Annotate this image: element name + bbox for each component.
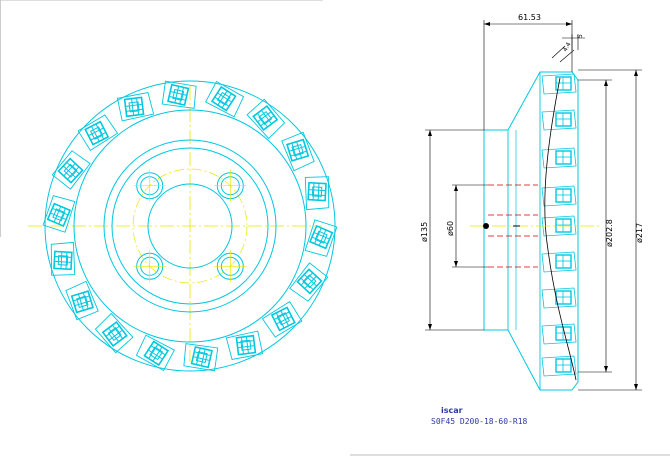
side-insert	[541, 215, 577, 237]
side-insert	[541, 251, 577, 273]
insert-pocket	[281, 131, 315, 172]
dim-small-a: 4.4	[562, 41, 573, 53]
insert-pocket	[77, 114, 119, 152]
side-inserts	[541, 73, 577, 377]
dimension-arrows	[428, 22, 638, 390]
side-insert	[541, 73, 577, 95]
dim-small-b: 5	[577, 34, 584, 38]
side-insert	[541, 287, 577, 309]
bolt-hole	[133, 250, 166, 283]
insert-pocket	[304, 219, 338, 257]
dim-d217: ø217	[635, 223, 644, 243]
side-insert	[541, 109, 577, 131]
dim-width: 61.53	[518, 13, 541, 22]
insert-pockets	[42, 80, 338, 372]
insert-pocket	[65, 280, 99, 321]
insert-pocket	[205, 80, 245, 118]
insert-pocket	[42, 195, 76, 233]
side-insert	[541, 147, 577, 169]
dimension-lines	[425, 20, 642, 391]
part-number: S0F45 D200-18-60-R18	[431, 417, 528, 426]
bolt-hole	[133, 169, 166, 202]
insert-pocket	[135, 334, 175, 372]
insert-pocket	[116, 92, 155, 122]
insert-pocket	[304, 176, 330, 211]
front-view	[28, 80, 338, 372]
side-insert	[541, 323, 577, 345]
dim-d202: ø202.8	[605, 219, 614, 247]
side-body-outline	[483, 71, 579, 391]
hub-step-circle	[111, 147, 269, 305]
side-view: 61.53 ø135 ø60 ø202.8 ø217 4.4 5	[420, 13, 644, 391]
insert-pocket	[246, 98, 286, 140]
insert-pocket	[225, 330, 264, 360]
dim-d135: ø135	[420, 222, 429, 242]
dim-d60: ø60	[446, 221, 455, 236]
center-mark	[483, 223, 489, 229]
insert-pocket	[50, 241, 76, 276]
insert-pocket	[94, 312, 134, 354]
bolt-circle	[132, 168, 248, 284]
insert-pocket	[261, 300, 303, 338]
bolt-holes	[133, 169, 247, 283]
insert-pocket	[289, 262, 329, 302]
cutting-contour	[544, 77, 577, 381]
brand-logo: iscar	[441, 406, 463, 415]
insert-pocket	[51, 150, 91, 190]
insert-pocket	[183, 343, 219, 372]
hub-outer-circle	[103, 139, 277, 313]
bolt-hole	[214, 250, 247, 283]
inner-ring	[73, 109, 307, 343]
bore-circle	[147, 183, 233, 269]
side-insert	[541, 355, 577, 377]
bolt-hole	[214, 169, 247, 202]
insert-pocket	[161, 80, 197, 109]
side-insert	[541, 185, 577, 207]
